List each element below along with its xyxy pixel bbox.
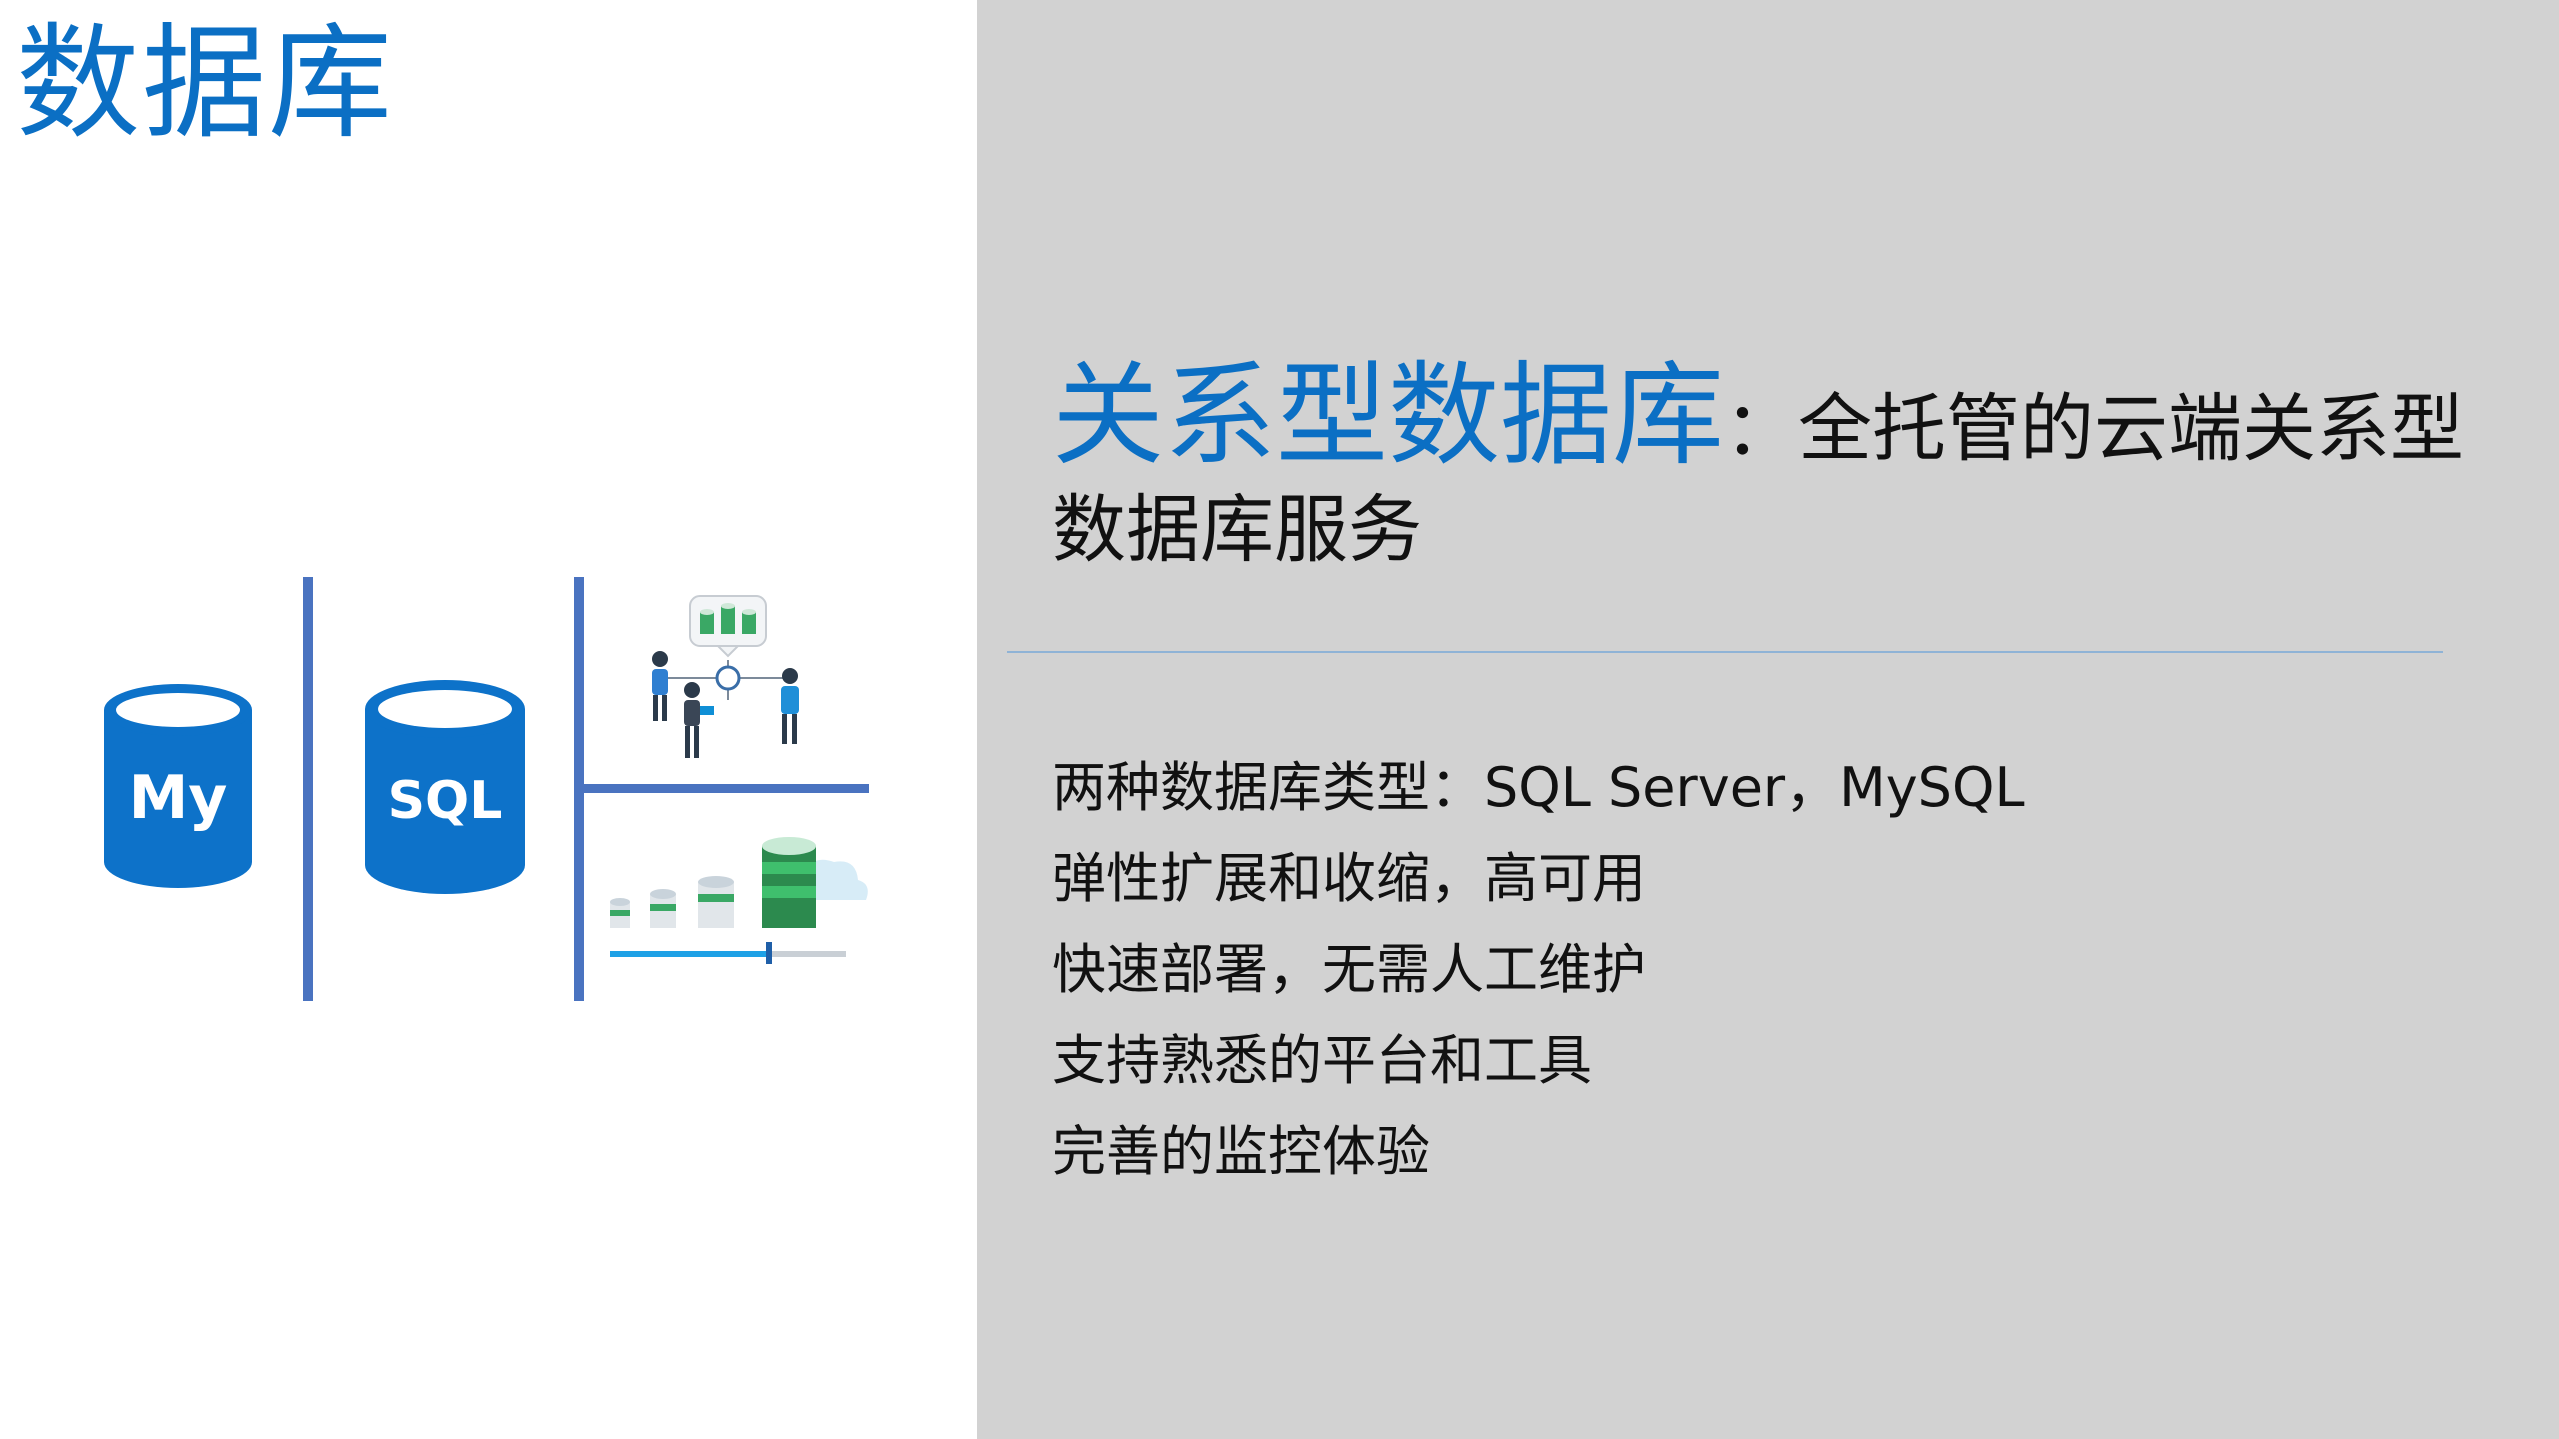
scaling-database-illustration [610, 837, 868, 964]
person-icon [652, 651, 668, 721]
scale-slider-handle [766, 942, 772, 964]
graphic-divider-horizontal [584, 784, 869, 793]
mysql-label: My [129, 763, 228, 833]
graphic-divider-right [574, 577, 584, 1001]
page-title: 数据库 [16, 12, 395, 156]
feature-item: 支持熟悉的平台和工具 [1052, 1029, 1592, 1092]
feature-list: 两种数据库类型：SQL Server，MySQL 弹性扩展和收缩，高可用 快速部… [1052, 748, 2025, 1203]
section-divider [1007, 651, 2443, 653]
graphic-divider-left [303, 577, 313, 1001]
small-database-icon [610, 898, 630, 928]
database-graphic: My SQL [104, 577, 869, 1001]
sql-database-icon: SQL [365, 680, 525, 894]
small-database-icon [650, 889, 676, 928]
sql-label: SQL [388, 771, 503, 831]
large-database-icon [762, 837, 816, 928]
feature-item: 完善的监控体验 [1052, 1120, 1430, 1183]
headline-rest: ：全托管的云端关系型数据库服务 [1052, 386, 2464, 573]
network-hub-icon [715, 665, 741, 691]
mysql-database-icon: My [104, 684, 252, 888]
person-icon [781, 668, 799, 744]
team-collaboration-illustration [652, 595, 799, 758]
person-icon [684, 682, 714, 758]
feature-item: 快速部署，无需人工维护 [1052, 938, 1646, 1001]
right-pane [977, 0, 2559, 1439]
scale-slider-fill [610, 951, 770, 957]
medium-database-icon [698, 876, 734, 928]
feature-item: 两种数据库类型：SQL Server，MySQL [1052, 756, 2025, 819]
headline: 关系型数据库：全托管的云端关系型数据库服务 [1052, 348, 2472, 575]
mini-db-stack-icon [700, 603, 756, 634]
headline-highlight: 关系型数据库 [1052, 351, 1724, 481]
feature-item: 弹性扩展和收缩，高可用 [1052, 847, 1646, 910]
